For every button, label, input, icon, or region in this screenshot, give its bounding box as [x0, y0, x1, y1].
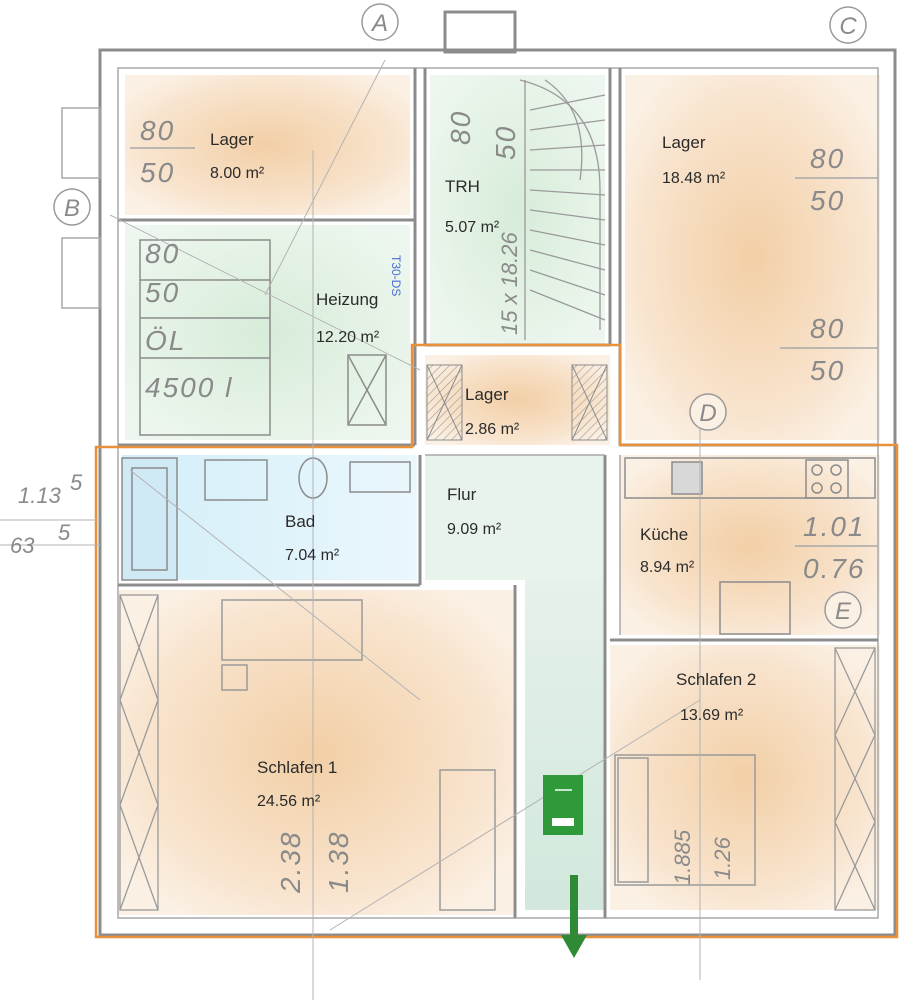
svg-text:50: 50	[490, 125, 521, 160]
room-flur-corridor-fill	[525, 580, 605, 910]
label-heizung: Heizung 12.20 m²	[316, 290, 380, 346]
label-schlafen2: Schlafen 2 13.69 m²	[676, 670, 756, 724]
svg-text:D: D	[699, 400, 716, 427]
dims-kueche: 1.01 0.76	[795, 511, 878, 584]
svg-text:Lager: Lager	[662, 133, 706, 152]
svg-text:80: 80	[810, 143, 845, 174]
svg-text:15 x 18.26: 15 x 18.26	[497, 231, 522, 335]
svg-text:2.38: 2.38	[275, 831, 306, 895]
dims-schlafen2: 1.885 1.26	[670, 829, 735, 885]
label-trh: TRH 5.07 m²	[445, 177, 500, 236]
lager-small-posts	[426, 364, 608, 441]
outer-wall	[98, 48, 897, 937]
svg-text:9.09 m²: 9.09 m²	[447, 521, 502, 538]
windows-left	[61, 107, 101, 309]
grid-marker-d: D	[689, 393, 727, 431]
svg-text:2.86 m²: 2.86 m²	[465, 421, 520, 438]
wardrobes	[119, 594, 876, 911]
dims-schlafen1: 2.38 1.38	[275, 831, 354, 895]
room-schlafen1-fill	[118, 590, 513, 915]
room-lager-top-left-fill	[125, 75, 410, 215]
svg-text:Schlafen 1: Schlafen 1	[257, 758, 337, 777]
svg-text:1.38: 1.38	[323, 831, 354, 894]
svg-text:Lager: Lager	[465, 385, 509, 404]
label-schlafen1: Schlafen 1 24.56 m²	[257, 758, 337, 810]
bed-schlafen2	[614, 754, 756, 886]
svg-text:Flur: Flur	[447, 485, 477, 504]
svg-text:Küche: Küche	[640, 525, 688, 544]
heizung-door-tag: T30-DS	[389, 255, 403, 296]
oil-tank	[139, 239, 271, 436]
svg-text:80: 80	[145, 238, 180, 269]
svg-text:8.94 m²: 8.94 m²	[640, 559, 695, 576]
dims-heizung: 80 50 ÖL 4500 l	[145, 238, 233, 403]
svg-text:50: 50	[810, 185, 845, 216]
inner-wall-outline	[117, 67, 879, 919]
room-lager-right-fill	[625, 75, 880, 440]
label-lager-top-left: Lager 8.00 m²	[210, 130, 265, 182]
grid-marker-a: A	[361, 3, 399, 41]
svg-text:Schlafen 2: Schlafen 2	[676, 670, 756, 689]
svg-text:50: 50	[140, 157, 175, 188]
svg-text:1.26: 1.26	[710, 836, 735, 880]
svg-text:1.01: 1.01	[803, 511, 866, 542]
svg-text:ÖL: ÖL	[145, 325, 186, 356]
svg-text:A: A	[370, 10, 388, 37]
svg-text:24.56 m²: 24.56 m²	[257, 793, 321, 810]
svg-text:4500 l: 4500 l	[145, 372, 233, 403]
apartment-outline	[94, 343, 899, 939]
svg-text:80: 80	[140, 115, 175, 146]
grid-marker-b: B	[53, 188, 91, 226]
dims-trh: 80 50 15 x 18.26	[445, 110, 522, 335]
svg-text:E: E	[835, 598, 852, 625]
svg-text:Bad: Bad	[285, 512, 315, 531]
label-kueche: Küche 8.94 m²	[640, 525, 695, 576]
dims-lager-right: 80 50 80 50	[780, 143, 878, 386]
svg-text:5: 5	[70, 470, 83, 495]
svg-text:13.69 m²: 13.69 m²	[680, 707, 744, 724]
label-lager-small: Lager 2.86 m²	[465, 385, 520, 438]
svg-text:1.13: 1.13	[18, 483, 62, 508]
label-lager-right: Lager 18.48 m²	[662, 133, 726, 187]
dims-outer-left: 1.13 5 63 5	[10, 470, 83, 558]
label-bad: Bad 7.04 m²	[285, 512, 340, 564]
bath-fixtures	[121, 457, 411, 581]
svg-text:TRH: TRH	[445, 177, 480, 196]
svg-text:B: B	[64, 195, 80, 222]
svg-text:18.48 m²: 18.48 m²	[662, 170, 726, 187]
boiler	[347, 354, 387, 426]
staircase	[519, 79, 606, 340]
kitchen-fixtures	[624, 457, 876, 635]
svg-text:0.76: 0.76	[803, 553, 866, 584]
svg-text:7.04 m²: 7.04 m²	[285, 547, 340, 564]
svg-text:50: 50	[145, 277, 180, 308]
dims-lager-top-left: 80 50	[130, 115, 195, 188]
room-flur-fill	[425, 455, 605, 580]
svg-text:5.07 m²: 5.07 m²	[445, 219, 500, 236]
svg-text:50: 50	[810, 355, 845, 386]
svg-text:5: 5	[58, 520, 71, 545]
room-heizung-fill	[125, 225, 410, 440]
svg-text:63: 63	[10, 533, 35, 558]
svg-text:1.885: 1.885	[670, 829, 695, 885]
grid-marker-c: C	[829, 6, 867, 44]
svg-text:8.00 m²: 8.00 m²	[210, 165, 265, 182]
construction-lines	[0, 59, 701, 1000]
svg-text:80: 80	[445, 110, 476, 145]
grid-marker-e: E	[824, 591, 862, 629]
svg-text:12.20 m²: 12.20 m²	[316, 329, 380, 346]
svg-text:C: C	[839, 13, 857, 40]
svg-text:80: 80	[810, 313, 845, 344]
stair-tower	[443, 10, 517, 54]
svg-text:Heizung: Heizung	[316, 290, 378, 309]
entrance-marker	[543, 775, 587, 958]
furniture-schlafen1	[221, 599, 496, 911]
label-flur: Flur 9.09 m²	[447, 485, 502, 538]
svg-text:Lager: Lager	[210, 130, 254, 149]
